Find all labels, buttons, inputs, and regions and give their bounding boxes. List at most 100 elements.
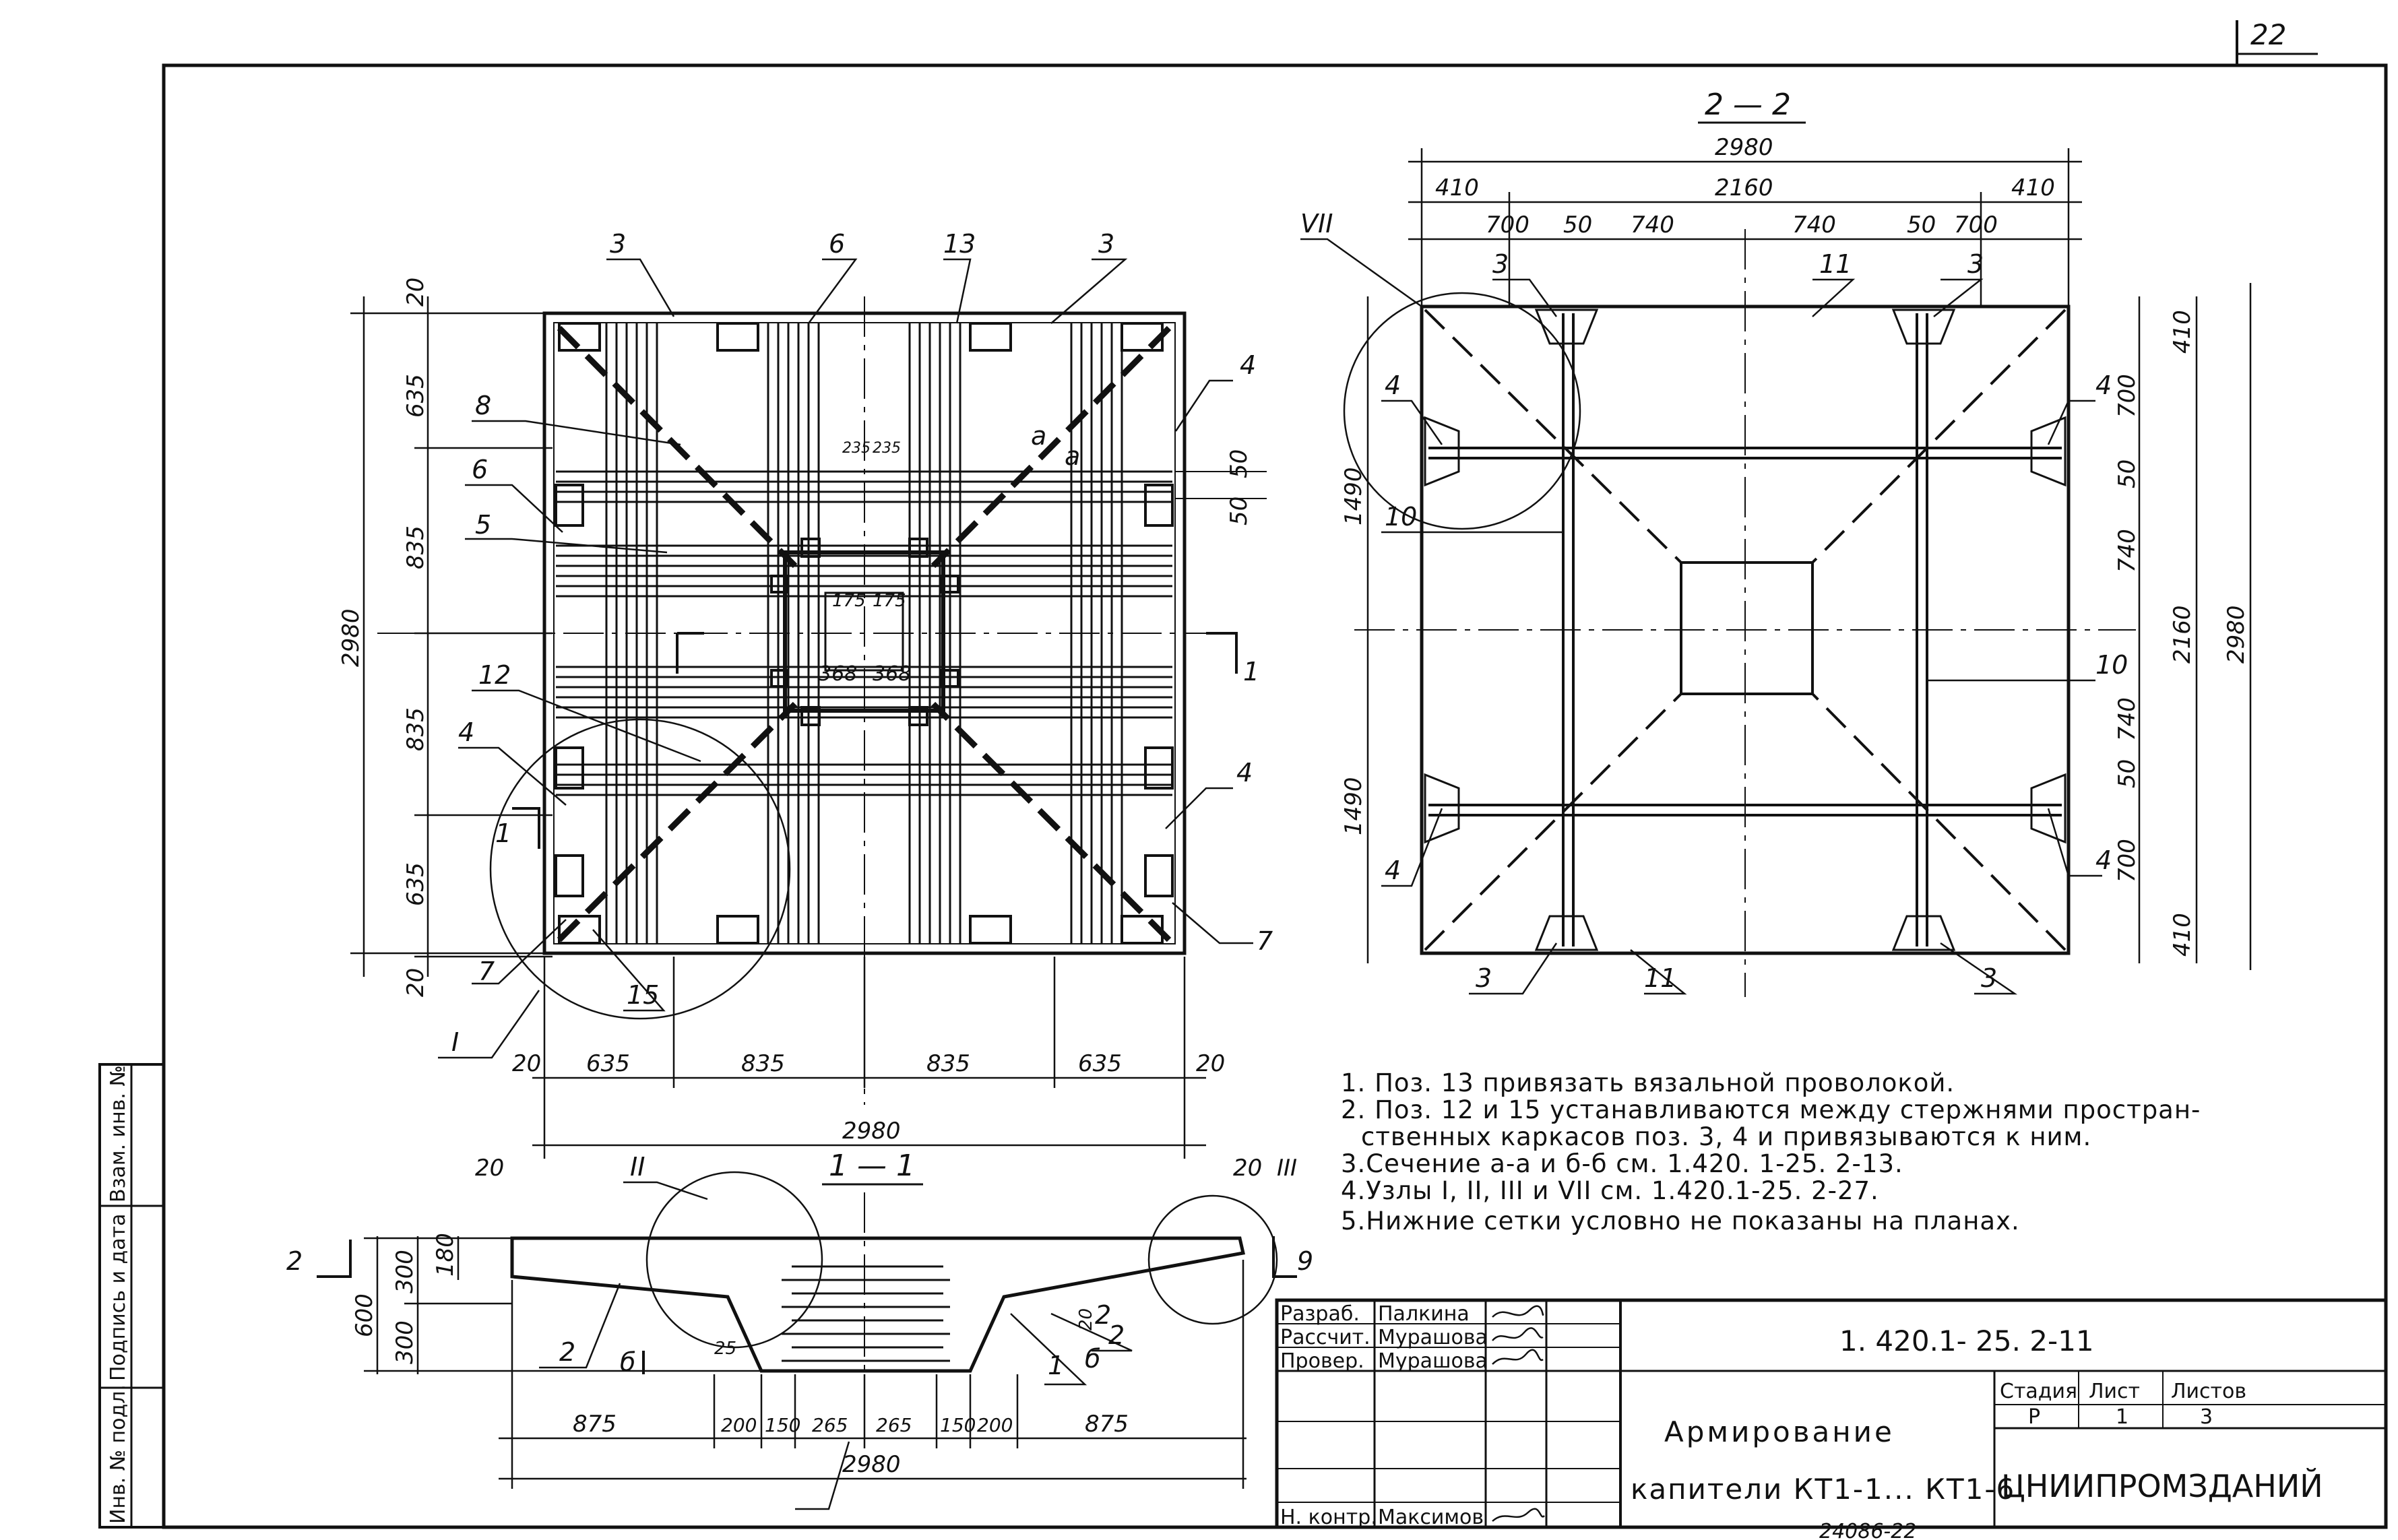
plan-dim-right-2: 50 xyxy=(1226,496,1253,525)
section22-left-dim-2: 1490 xyxy=(1340,777,1367,835)
plan-callout-4: 3 xyxy=(1098,229,1114,259)
section11-top-callout-4: III xyxy=(1277,1155,1297,1182)
plan-dim-left-6: 20 xyxy=(402,968,429,997)
plan-callout-13: 15 xyxy=(627,980,659,1010)
section11-bottom-dim-3: 150 xyxy=(765,1414,800,1436)
note-line-2: 2. Поз. 12 и 15 устанавливаются между ст… xyxy=(1341,1095,2201,1124)
section11-left-dim-lines xyxy=(364,1236,761,1374)
section11-title: 1 — 1 xyxy=(829,1149,915,1183)
section22-leaders xyxy=(1300,238,2102,995)
plan-dim-left-total: 2980 xyxy=(338,608,365,667)
plan-callout-2: 6 xyxy=(829,229,845,259)
tb-sheet: 1 xyxy=(2116,1405,2128,1429)
signature-1 xyxy=(1492,1305,1544,1318)
section11-top-callout-1: 20 xyxy=(475,1155,504,1182)
plan-view: 20 635 835 835 635 20 2980 20 635 835 83… xyxy=(338,229,1273,1159)
section11-callout-2: б xyxy=(620,1347,635,1377)
tb-name-line2: капители КТ1-1... КТ1-6 xyxy=(1631,1473,2015,1506)
plan-dim-bottom-1: 20 xyxy=(512,1050,541,1077)
plan-diagonals xyxy=(557,325,1172,942)
section22-right-dim-4: 740 xyxy=(2114,529,2141,573)
title-block: Разраб. Палкина Рассчит. Мурашова Провер… xyxy=(1275,1298,2388,1529)
plan-dim-left-2: 635 xyxy=(402,374,429,418)
section22-callout-11: 3 xyxy=(1476,963,1492,993)
tb-name-3: Мурашова xyxy=(1378,1349,1488,1373)
plan-callout-1: 3 xyxy=(610,229,626,259)
note-line-4: 3.Сечение а-а и б-б см. 1.420. 1-25. 2-1… xyxy=(1341,1149,1903,1178)
tb-role-6: Н. контр. xyxy=(1280,1506,1377,1529)
tb-stage-label: Стадия xyxy=(2000,1380,2077,1403)
tb-stage: Р xyxy=(2028,1405,2040,1429)
plan-callout-15: I xyxy=(451,1027,459,1057)
signature-3 xyxy=(1492,1349,1544,1365)
section11-left-dim-2: 300 xyxy=(391,1250,418,1293)
plan-section-mark-left: 1 xyxy=(495,819,511,848)
detail-circle-I xyxy=(489,718,791,1020)
note-line-3: ственных каркасов поз. 3, 4 и привязываю… xyxy=(1361,1122,2091,1151)
plan-edge-frames xyxy=(555,322,1174,944)
section22-right-dim-1: 410 xyxy=(2169,310,2196,354)
detail-circle-III xyxy=(1147,1194,1278,1325)
section11-profile xyxy=(510,1236,1246,1373)
section22-right-total-inner: 2160 xyxy=(2169,605,2196,664)
section22-top-dim-1: 410 xyxy=(1435,174,1479,201)
detail-circle-II xyxy=(645,1171,823,1349)
plan-callout-7: 6 xyxy=(472,455,488,484)
tb-org: ЦНИИПРОМЗДАНИЙ xyxy=(2001,1468,2323,1504)
section22-right-total: 2980 xyxy=(2223,605,2250,664)
plan-callout-5: 8 xyxy=(475,391,491,420)
plan-dim-left-3: 835 xyxy=(402,525,429,569)
tb-sheet-label: Лист xyxy=(2089,1380,2140,1403)
section11-mark-2-left: 2 xyxy=(286,1246,303,1276)
section22-top-dim-lines xyxy=(1408,148,2082,307)
section11-callout-8: 2 xyxy=(1095,1300,1111,1330)
plan-dim-bottom xyxy=(532,957,1206,1159)
section22-callout-9: 4 xyxy=(1385,856,1401,885)
section11-bottom-dim-lines xyxy=(499,1260,1247,1489)
left-stamp-vzam: Взам. инв. № xyxy=(106,1065,130,1202)
section11-mark-2-right: 9 xyxy=(1297,1246,1313,1276)
section-2-2: 2 — 2 2980 410 xyxy=(1300,88,2252,997)
plan-dim-inner-2: 235 xyxy=(873,440,901,457)
plan-callout-9: 12 xyxy=(478,660,511,690)
plan-callout-3: 13 xyxy=(943,229,976,259)
note-line-6: 5.Нижние сетки условно не показаны на пл… xyxy=(1341,1207,2020,1236)
signature-6 xyxy=(1492,1508,1545,1522)
section22-top-dim-2: 2160 xyxy=(1715,174,1773,201)
section11-bottom-dim-1: 875 xyxy=(573,1411,617,1438)
tb-name-6: Максимов xyxy=(1378,1506,1484,1529)
plan-dim-bottom-5: 635 xyxy=(1078,1050,1122,1077)
note-line-5: 4.Узлы I, II, III и VII см. 1.420.1-25. … xyxy=(1341,1176,1879,1205)
plan-dim-left-4: 835 xyxy=(402,707,429,751)
section11-callout-6: 1 xyxy=(1048,1351,1064,1380)
detail-circle-VII xyxy=(1343,292,1581,530)
plan-callout-11: 4 xyxy=(1236,758,1253,788)
section11-callout-5: 2 xyxy=(1108,1320,1125,1350)
tb-designation: 1. 420.1- 25. 2-11 xyxy=(1839,1324,2094,1357)
section22-callout-6: 4 xyxy=(2095,371,2112,400)
section11-bottom-dim-6: 150 xyxy=(940,1414,976,1436)
tb-sheets-label: Листов xyxy=(2171,1380,2246,1403)
plan-leaders xyxy=(438,258,1253,1059)
section11-top-callout-2: II xyxy=(630,1152,645,1182)
plan-callout-6: 4 xyxy=(1240,350,1256,380)
notes: 1. Поз. 13 привязать вязальной проволоко… xyxy=(1341,1068,2201,1236)
plan-callout-10: 4 xyxy=(458,717,474,747)
tb-role-1: Разраб. xyxy=(1280,1302,1360,1326)
left-stamp: Инв. № подл. Подпись и дата Взам. инв. № xyxy=(98,1063,165,1529)
section11-callout-3: 25 xyxy=(714,1339,736,1359)
plan-dim-bottom-total: 2980 xyxy=(842,1118,901,1145)
tb-name-1: Палкина xyxy=(1378,1302,1470,1326)
plan-diag-mark-2: a xyxy=(1065,441,1080,471)
section22-callout-1: VII xyxy=(1300,209,1333,238)
section22-callout-4: 3 xyxy=(1967,249,1984,279)
section11-callout-1: 2 xyxy=(559,1337,575,1367)
plan-callout-14: 7 xyxy=(478,957,495,986)
plan-dim-inner-5: 368 xyxy=(819,662,857,686)
section11-drum xyxy=(782,1265,950,1362)
section22-sub-dim-5: 50 xyxy=(1907,212,1936,238)
section22-left-dim-1: 1490 xyxy=(1340,467,1367,525)
plan-dim-right-1: 50 xyxy=(1226,449,1253,478)
plan-callout-8: 5 xyxy=(475,510,491,540)
sheet-number: 22 xyxy=(2250,18,2286,51)
